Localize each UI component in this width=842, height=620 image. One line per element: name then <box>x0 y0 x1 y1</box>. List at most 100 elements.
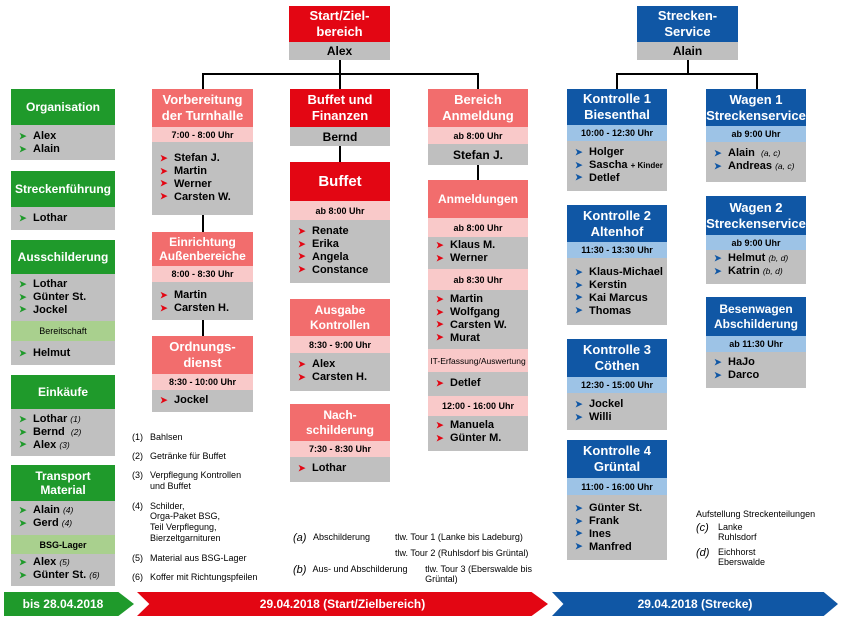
wagen-2-header: Wagen 2 Streckenservice <box>706 196 806 235</box>
arrow-icon: ➤ <box>575 398 583 409</box>
anmeldungen-time-1: ab 8:00 Uhr <box>428 218 528 237</box>
person: Manfred <box>589 540 632 553</box>
timeline-phase-1: bis 28.04.2018 <box>4 592 134 616</box>
arrow-icon: ➤ <box>436 319 444 330</box>
arrow-icon: ➤ <box>436 252 444 263</box>
arrow-icon: ➤ <box>298 225 306 236</box>
person: Kai Marcus <box>589 291 648 304</box>
connector <box>477 73 479 89</box>
person: Manuela <box>450 419 495 432</box>
kontrolle-4-list: ➤Günter St. ➤Frank ➤Ines ➤Manfred <box>567 495 667 560</box>
person: Alain <box>728 147 755 160</box>
arrow-icon: ➤ <box>19 569 27 580</box>
arrow-icon: ➤ <box>436 239 444 250</box>
arrow-icon: ➤ <box>436 377 444 388</box>
person: Thomas <box>589 304 632 317</box>
kontrolle-2-header: Kontrolle 2 Altenhof <box>567 205 667 242</box>
buffet-finanzen-lead: Bernd <box>290 127 390 146</box>
start-header: Start/Ziel- bereich <box>289 6 390 42</box>
streckenfuehrung-header: Streckenführung <box>11 171 115 207</box>
kontrolle-1-header: Kontrolle 1 Biesenthal <box>567 89 667 125</box>
ausgabe-header: Ausgabe Kontrollen <box>290 299 390 336</box>
legend-key: (1) <box>132 432 143 442</box>
arrow-icon: ➤ <box>19 504 27 515</box>
person: Günter St. <box>33 291 87 304</box>
note: + Kinder <box>630 160 663 170</box>
legend-text: Getränke für Buffet <box>150 451 226 461</box>
arrow-icon: ➤ <box>19 426 27 437</box>
person: Lothar <box>33 212 68 225</box>
arrow-icon: ➤ <box>19 130 27 141</box>
note: (a, c) <box>775 161 795 172</box>
person: Jockel <box>33 303 68 316</box>
person: Werner <box>174 177 212 190</box>
person: Klaus-Michael <box>589 266 663 279</box>
person: Alex <box>33 130 57 143</box>
person: Günter M. <box>450 432 502 445</box>
kontrolle-4-time: 11:00 - 16:00 Uhr <box>567 478 667 495</box>
connector <box>202 320 204 336</box>
buffet-list: ➤Renate ➤Erika ➤Angela ➤Constance <box>290 220 390 283</box>
arrow-icon: ➤ <box>436 306 444 317</box>
arrow-icon: ➤ <box>575 159 583 170</box>
legend-key: (d) <box>696 547 710 559</box>
arrow-icon: ➤ <box>714 356 722 367</box>
legend-title: Aufstellung Streckenteilungen <box>696 509 816 519</box>
arrow-icon: ➤ <box>19 212 27 223</box>
legend-key: (a) <box>293 532 307 544</box>
arrow-icon: ➤ <box>436 432 444 443</box>
arrow-icon: ➤ <box>575 411 583 422</box>
connector <box>339 73 341 89</box>
wagen-2-list: ➤Helmut (b, d) ➤Katrin (b, d) <box>706 250 806 284</box>
arrow-icon: ➤ <box>714 265 722 276</box>
person: Jockel <box>589 398 624 411</box>
person: Lothar <box>33 413 68 426</box>
person: Carsten H. <box>174 302 230 315</box>
arrow-icon: ➤ <box>714 252 722 263</box>
arrow-icon: ➤ <box>298 251 306 262</box>
person: HaJo <box>728 356 755 369</box>
wagen-1-header: Wagen 1 Streckenservice <box>706 89 806 126</box>
besenwagen-time: ab 11:30 Uhr <box>706 336 806 352</box>
person: Gerd <box>33 517 59 530</box>
person: Günter St. <box>33 569 87 582</box>
bsg-lager-list: ➤Alex (5) ➤Günter St. (6) <box>11 554 115 586</box>
person: Jockel <box>174 394 209 407</box>
person: Werner <box>450 252 488 265</box>
einkaeufe-list: ➤Lothar (1) ➤Bernd (2) ➤Alex (3) <box>11 409 115 456</box>
einrichtung-list: ➤Martin ➤Carsten H. <box>152 282 253 320</box>
nachschilderung-header: Nach- schilderung <box>290 404 390 441</box>
arrow-icon: ➤ <box>436 332 444 343</box>
person: Ines <box>589 527 612 540</box>
person: Constance <box>312 263 369 276</box>
buffet-header: Buffet <box>290 162 390 201</box>
legend-cd: Aufstellung Streckenteilungen (c) Lanke … <box>696 509 836 567</box>
person: Lothar <box>33 278 68 291</box>
arrow-icon: ➤ <box>19 439 27 450</box>
buffet-time: ab 8:00 Uhr <box>290 201 390 220</box>
service-lead: Alain <box>637 42 738 60</box>
arrow-icon: ➤ <box>298 358 306 369</box>
connector <box>756 73 758 89</box>
note: (4) <box>61 518 73 529</box>
note: (1) <box>70 414 81 425</box>
person: Alain <box>33 504 60 517</box>
person: Klaus M. <box>450 239 496 252</box>
bereich-anmeldung-lead: Stefan J. <box>428 144 528 165</box>
note: (5) <box>59 557 70 568</box>
einrichtung-header: Einrichtung Außenbereiche <box>152 232 253 266</box>
note: (a, c) <box>761 148 781 159</box>
arrow-icon: ➤ <box>19 278 27 289</box>
vorbereitung-time: 7:00 - 8:00 Uhr <box>152 127 253 142</box>
arrow-icon: ➤ <box>714 369 722 380</box>
person: Detlef <box>450 377 481 390</box>
person: Detlef <box>589 171 620 184</box>
start-lead: Alex <box>289 42 390 60</box>
person: Bernd <box>33 426 65 439</box>
person: Renate <box>312 225 349 238</box>
legend-key: (2) <box>132 451 143 461</box>
wagen-2-time: ab 9:00 Uhr <box>706 235 806 250</box>
legend-key: (5) <box>132 552 143 563</box>
legend-ab: (a) Abschilderung tlw. Tour 1 (Lanke bis… <box>293 532 563 584</box>
person: Katrin <box>728 265 760 278</box>
